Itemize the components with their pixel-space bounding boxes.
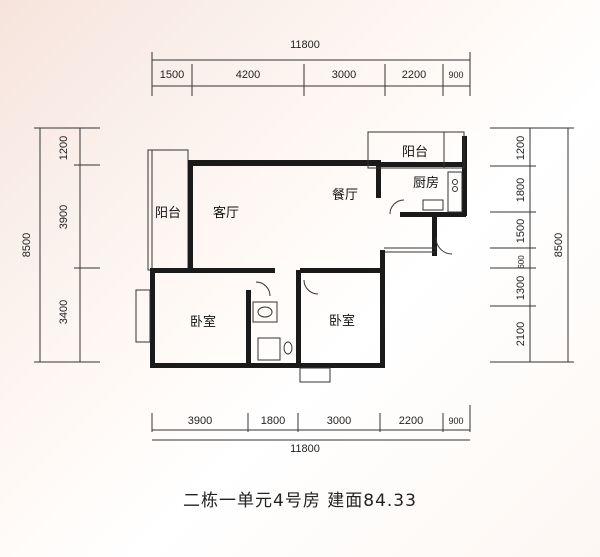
- unit-caption: 二栋一单元4号房 建面84.33: [183, 491, 417, 511]
- top-seg-2: 4200: [236, 69, 260, 81]
- bottom-window: [299, 367, 331, 383]
- left-dimensions: 8500 1200 3900 3400: [21, 127, 100, 363]
- right-seg-2: 1800: [515, 178, 527, 202]
- toilet: [283, 341, 293, 355]
- bottom-seg-3: 3000: [327, 415, 351, 427]
- right-seg-4: 600: [517, 255, 526, 269]
- room-label-bedroom-left: 卧室: [190, 314, 216, 330]
- kitchen-sink: [422, 199, 444, 211]
- bottom-total-dim: 11800: [290, 443, 320, 455]
- bottom-seg-5: 900: [448, 416, 463, 426]
- room-label-balcony-top: 阳台: [402, 145, 428, 160]
- left-total-dim: 8500: [21, 233, 33, 257]
- shower-tray: [257, 337, 281, 361]
- right-seg-5: 1300: [515, 276, 527, 300]
- right-dimensions: 1200 1800 1500 600 1300 2100 8500: [490, 127, 574, 363]
- right-seg-6: 2100: [515, 322, 527, 346]
- bottom-dimensions: 3900 1800 3000 2200 900 11800: [151, 405, 471, 455]
- right-total-dim: 8500: [553, 233, 565, 257]
- top-right-balcony-outline: [367, 131, 465, 169]
- bay-window: [135, 289, 151, 343]
- left-seg-2: 3900: [58, 205, 70, 229]
- entry-door: [435, 237, 453, 255]
- room-label-dining: 餐厅: [332, 187, 358, 203]
- room-label-kitchen: 厨房: [413, 175, 439, 191]
- bathroom-door: [255, 281, 271, 297]
- bathroom-sink: [252, 301, 278, 323]
- bedroom-door: [303, 279, 319, 295]
- room-label-balcony-left: 阳台: [155, 206, 181, 221]
- bottom-seg-4: 2200: [399, 415, 423, 427]
- kitchen-counter: [447, 171, 463, 213]
- left-seg-1: 1200: [58, 136, 70, 160]
- left-seg-3: 3400: [58, 300, 70, 324]
- top-seg-4: 2200: [402, 69, 426, 81]
- stove-burner: [452, 186, 458, 192]
- top-seg-3: 3000: [332, 69, 356, 81]
- bottom-seg-1: 3900: [188, 415, 212, 427]
- top-dimensions: 11800 1500 4200 3000 2200 900: [151, 39, 471, 96]
- right-seg-3: 1500: [515, 219, 527, 243]
- bottom-seg-2: 1800: [261, 415, 285, 427]
- top-seg-5: 900: [448, 70, 463, 80]
- walls: [135, 131, 467, 383]
- room-label-bedroom-right: 卧室: [329, 313, 355, 329]
- kitchen-door: [389, 199, 405, 215]
- top-total-dim: 11800: [290, 39, 320, 51]
- room-label-living: 客厅: [213, 205, 239, 221]
- doors: [255, 199, 453, 297]
- top-seg-1: 1500: [160, 69, 184, 81]
- right-seg-1: 1200: [515, 136, 527, 160]
- stove-burner: [452, 179, 458, 185]
